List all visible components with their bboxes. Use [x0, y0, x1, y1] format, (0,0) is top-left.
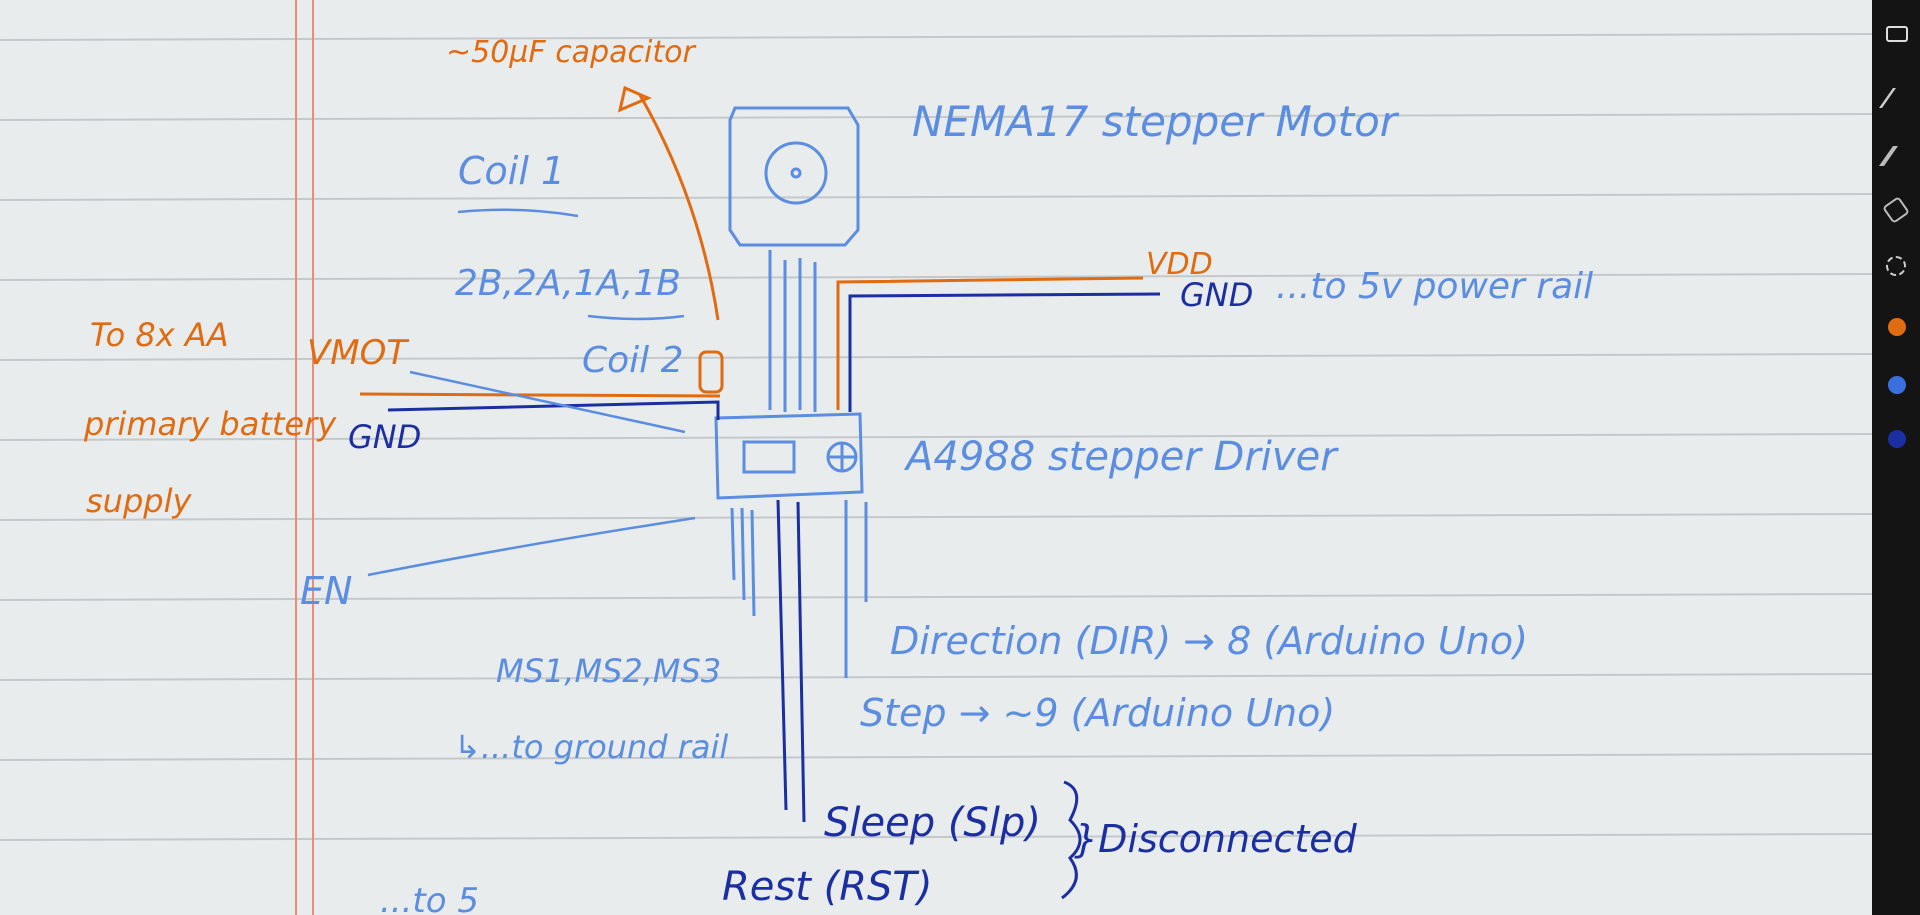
dir-step-pins [844, 500, 868, 678]
eraser-icon[interactable] [1882, 196, 1910, 224]
step-label: Step → ~9 (Arduino Uno) [860, 691, 1335, 735]
vdd-wire [836, 276, 1144, 410]
motor-body [728, 106, 860, 247]
notebook-page: ~50µF capacitor NEMA17 stepper Motor Coi… [0, 0, 1872, 915]
ms-pins [730, 507, 756, 617]
capacitor [617, 85, 724, 394]
ms-label: MS1,MS2,MS3 [496, 652, 721, 690]
gnd-battery-wire [387, 400, 720, 420]
coil1-label: Coil 1 [458, 149, 565, 193]
motor-rotor [764, 141, 828, 205]
stepper-motor [728, 106, 860, 247]
vmot-wire [359, 392, 721, 398]
motor-label: NEMA17 stepper Motor [912, 97, 1400, 146]
pen-icon[interactable] [1878, 88, 1914, 108]
capacitor-label: ~50µF capacitor [446, 35, 696, 70]
color-swatch-navy[interactable] [1888, 430, 1906, 448]
battery-label-3: supply [86, 482, 192, 520]
gnd-left-label: GND [348, 418, 421, 456]
capacitor-arrow-line [638, 94, 720, 321]
sleep-reset-pins [776, 499, 806, 823]
keyboard-icon[interactable] [1886, 26, 1908, 42]
color-swatch-orange[interactable] [1888, 318, 1906, 336]
direction-label: Direction (DIR) → 8 (Arduino Uno) [890, 619, 1528, 663]
bottom-partial-label: ...to 5 [380, 881, 479, 915]
highlighter-icon[interactable] [1878, 146, 1914, 166]
a4988-driver [714, 412, 864, 500]
reset-label: Rest (RST) [722, 864, 932, 910]
sleep-label: Sleep (Slp) [824, 800, 1041, 846]
power-rail-label: ...to 5v power rail [1276, 266, 1593, 307]
pins-label: 2B,2A,1A,1B [455, 263, 681, 304]
coil2-brace [587, 314, 685, 321]
lasso-icon[interactable] [1886, 256, 1906, 276]
motor-leads [768, 250, 817, 412]
driver-board [714, 412, 864, 500]
vmot-label: VMOT [307, 333, 409, 373]
gnd-right-label: GND [1180, 276, 1253, 314]
coil-crossing-wire [409, 370, 686, 434]
motor-shaft [790, 167, 802, 179]
driver-label: A4988 stepper Driver [903, 434, 1339, 480]
battery-label-1: To 8x AA [90, 316, 229, 354]
driver-chip [742, 440, 796, 474]
gnd-power-wire [848, 292, 1161, 412]
capacitor-arrowhead [617, 85, 652, 113]
en-wire [367, 516, 696, 577]
disconnected-brace [1061, 780, 1082, 900]
disconnected-label: }Disconnected [1074, 817, 1358, 861]
drawing-toolbar [1872, 0, 1920, 915]
ground-rail-label: ↳...to ground rail [454, 728, 728, 766]
battery-label-2: primary battery [83, 405, 337, 443]
vdd-label: VDD [1146, 247, 1213, 282]
coil1-brace [457, 208, 579, 218]
coil2-label: Coil 2 [582, 340, 684, 381]
en-label: EN [300, 569, 352, 613]
color-swatch-blue[interactable] [1888, 376, 1906, 394]
